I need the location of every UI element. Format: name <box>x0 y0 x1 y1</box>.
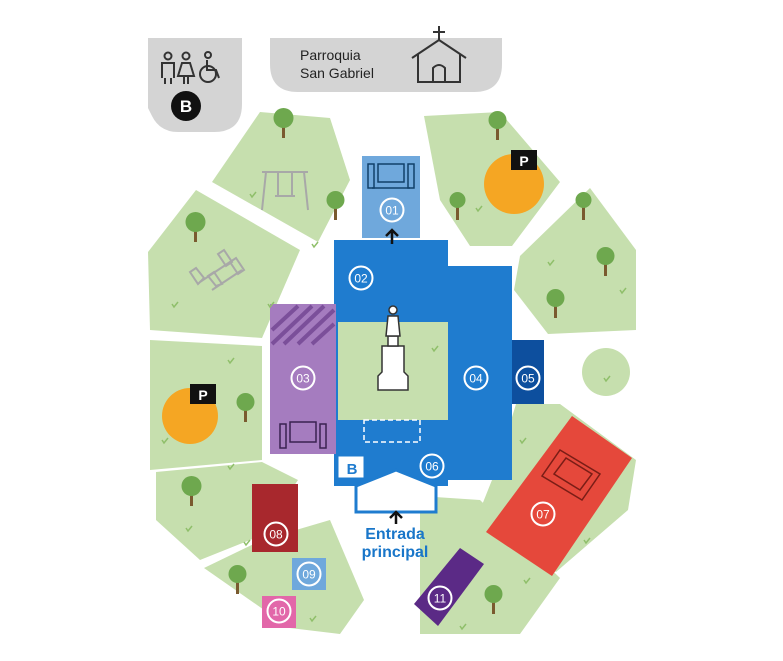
parking-sign-top-label: P <box>519 153 528 169</box>
stage-icon <box>367 163 415 189</box>
entrance-arrow-icon <box>389 510 403 524</box>
church-label-line2: San Gabriel <box>300 65 374 81</box>
restroom-badge <box>171 91 201 121</box>
church-label: Parroquia San Gabriel <box>300 46 410 82</box>
playground-swing-icon <box>261 171 309 211</box>
zone-04-badge <box>463 365 489 391</box>
zone-01-badge <box>379 197 405 223</box>
stage-icon <box>279 421 327 449</box>
zone-07-area[interactable] <box>486 416 632 576</box>
zone-10-label: 10 <box>272 605 286 619</box>
tree-icon <box>484 585 503 614</box>
tree-icons <box>181 108 615 614</box>
tree-icon <box>273 108 294 138</box>
zone-02-04-06-area[interactable] <box>334 240 512 486</box>
main-entrance-label: Entrada principal <box>340 526 450 562</box>
zone-badges: 01 02 03 04 05 06 07 08 09 10 11 <box>263 197 556 624</box>
parking-sign-left <box>190 384 216 404</box>
zone-03-hatch <box>270 304 336 346</box>
grass-ticks <box>161 191 627 631</box>
accessible-restroom <box>337 455 365 479</box>
reserved-area <box>363 419 421 443</box>
zone-01-area[interactable] <box>362 156 420 238</box>
statue-icon <box>377 305 409 391</box>
zone-01-label: 01 <box>385 204 399 218</box>
entrance-label-line1: Entrada <box>365 526 425 543</box>
restroom-icon <box>161 51 220 84</box>
zone-08-area[interactable] <box>252 484 298 552</box>
parking-sign-left-label: P <box>198 387 207 403</box>
zone-05-badge <box>515 365 541 391</box>
zone-11-label: 11 <box>434 592 447 606</box>
zone-10-badge <box>266 598 292 624</box>
tree-icon <box>449 192 466 220</box>
zone-02-label: 02 <box>354 272 368 286</box>
zone-11-badge <box>427 585 453 611</box>
tree-icon <box>546 289 565 318</box>
zone-05-label: 05 <box>521 372 535 386</box>
zone-02-badge <box>348 265 374 291</box>
zone-03-area[interactable] <box>270 304 336 454</box>
tree-icon <box>596 247 615 276</box>
zone-04-label: 04 <box>469 372 483 386</box>
tree-icon <box>488 111 507 140</box>
zone-06-label: 06 <box>425 460 439 474</box>
tree-icon <box>228 565 247 594</box>
tree-icon <box>185 212 206 242</box>
zone-09-label: 09 <box>302 568 316 582</box>
tree-icon <box>326 191 345 220</box>
zone-08-badge <box>263 521 289 547</box>
church-label-line1: Parroquia <box>300 47 361 63</box>
zone-01-arrow-icon <box>385 228 399 244</box>
parking-sign-top <box>511 150 537 170</box>
tree-icon <box>181 476 202 506</box>
tent-icon <box>540 448 602 502</box>
zone-03-label: 03 <box>296 372 310 386</box>
entrance-building[interactable] <box>354 468 438 514</box>
accessible-restroom-label: B <box>347 461 358 478</box>
restroom-badge-label: B <box>180 97 192 116</box>
zone-09-badge <box>296 561 322 587</box>
gym-dumbbell-icon <box>188 248 246 291</box>
zone-08-label: 08 <box>269 528 283 542</box>
zone-07-label: 07 <box>536 508 550 522</box>
zone-06-badge <box>419 453 445 479</box>
tree-icon <box>575 192 592 220</box>
church-icon <box>411 26 467 83</box>
zone-03-badge <box>290 365 316 391</box>
entrance-label-line2: principal <box>361 544 429 561</box>
zone-07-badge <box>530 501 556 527</box>
tree-icon <box>236 393 255 422</box>
